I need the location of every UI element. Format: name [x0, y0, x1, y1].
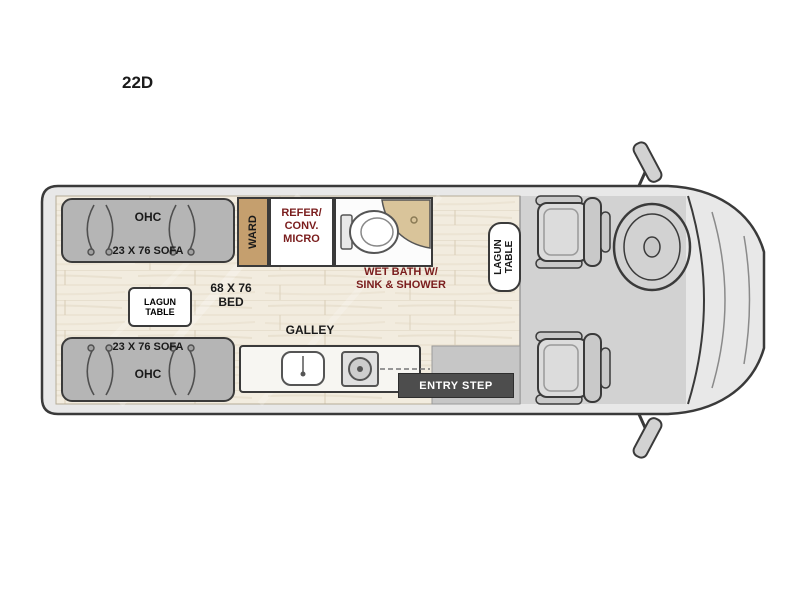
wardrobe-cabinet [237, 197, 269, 267]
stove-icon [341, 351, 379, 387]
sink-icon [281, 351, 325, 386]
entry-step: ENTRY STEP [398, 373, 514, 398]
sofa-bottom-ohc-label: OHC [134, 367, 162, 381]
lagun-table-mid: LAGUN TABLE [128, 287, 192, 327]
wet-bath-line2: SINK & SHOWER [356, 279, 446, 291]
lagun-front-line2: TABLE [504, 240, 515, 274]
steering-wheel-icon [612, 202, 692, 292]
lagun-mid-line2: TABLE [145, 307, 175, 317]
windshield [687, 195, 705, 405]
wardrobe-label: WARD [246, 215, 259, 249]
driver-seat [535, 195, 611, 269]
sofa-top-size-label: 23 X 76 SOFA [112, 245, 184, 257]
toilet-icon [340, 210, 399, 254]
lagun-mid-line1: LAGUN [144, 297, 176, 307]
side-mirror-top-icon [632, 141, 663, 189]
refer-line3: MICRO [283, 233, 320, 245]
bed-line2: BED [218, 295, 244, 309]
hood-crease [711, 211, 726, 389]
sofa-bottom-size-label: 23 X 76 SOFA [112, 341, 184, 353]
side-mirror-bottom-icon [632, 411, 663, 459]
lagun-front-line1: LAGUN [493, 239, 504, 275]
wet-bath-line1: WET BATH W/ [364, 266, 438, 278]
bed-line1: 68 X 76 [210, 281, 252, 295]
galley-label: GALLEY [285, 323, 335, 337]
refer-line1: REFER/ [281, 207, 322, 219]
wet-bath-label: WET BATH W/ SINK & SHOWER [337, 266, 465, 292]
lagun-table-front-label: LAGUN TABLE [488, 222, 520, 292]
refer-line2: CONV. [284, 220, 319, 232]
lagun-table-front [488, 222, 521, 292]
sofa-top [61, 198, 235, 263]
sofa-bottom [61, 337, 235, 402]
sofa-top-ohc-label: OHC [134, 210, 162, 224]
page-title: 22D [122, 73, 154, 92]
refer-label: REFER/ CONV. MICRO [270, 207, 333, 246]
wet-bath [334, 197, 433, 267]
refrigerator-cabinet [269, 197, 334, 267]
corner-shower-icon [381, 199, 431, 249]
bed-label: 68 X 76 BED [193, 281, 269, 309]
passenger-seat [535, 331, 611, 405]
bumper-crease [743, 235, 751, 365]
